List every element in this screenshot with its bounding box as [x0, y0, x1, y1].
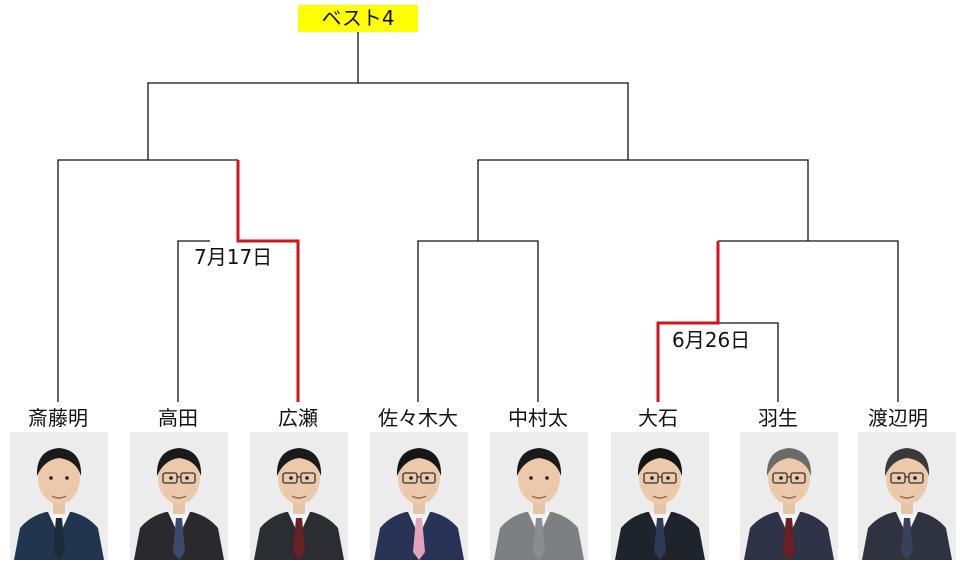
portrait-figure [130, 432, 228, 560]
glasses-left-lens [402, 472, 418, 484]
face [38, 452, 80, 504]
hair [637, 448, 683, 476]
necktie [901, 518, 913, 560]
mouth [531, 495, 547, 499]
hair [36, 448, 82, 476]
face [639, 452, 681, 504]
left-eye [289, 476, 293, 480]
face [886, 452, 928, 504]
mouth [171, 495, 187, 499]
match-date-left: 7月17日 [192, 245, 275, 269]
player-photo [370, 432, 468, 560]
hair [396, 448, 442, 476]
takada-connector [177, 240, 210, 402]
necktie [173, 518, 185, 560]
best4-title: ベスト4 [298, 5, 418, 32]
glasses-right-lens [908, 472, 924, 484]
player-name-6: 大石 [603, 405, 713, 431]
glasses-right-lens [180, 472, 196, 484]
left-eye [897, 476, 901, 480]
glasses-right-lens [790, 472, 806, 484]
player-name-1: 斎藤明 [3, 405, 113, 431]
portrait-figure [858, 432, 956, 560]
hair [884, 448, 930, 476]
mouth [291, 495, 307, 499]
player-photo [250, 432, 348, 560]
right-eye [65, 476, 69, 480]
face [518, 452, 560, 504]
portrait-figure [370, 432, 468, 560]
mouth [51, 495, 67, 499]
player-photo [130, 432, 228, 560]
semifinal-connector [147, 82, 629, 160]
glasses-right-lens [420, 472, 436, 484]
left-eye [409, 476, 413, 480]
player-photo [10, 432, 108, 560]
hair [156, 448, 202, 476]
left-group-connector [57, 159, 238, 402]
player-name-2: 高田 [123, 405, 233, 431]
portrait-figure [611, 432, 709, 560]
right-subgroup-connector [718, 240, 899, 402]
face [398, 452, 440, 504]
sasaki-nakamura-connector [417, 240, 539, 402]
glasses-left-lens [162, 472, 178, 484]
glasses-left-lens [282, 472, 298, 484]
left-eye [779, 476, 783, 480]
player-photo [858, 432, 956, 560]
right-eye [913, 476, 917, 480]
necktie [654, 518, 666, 560]
right-group-connector [477, 159, 809, 241]
winner-path-oishi [656, 241, 720, 402]
player-name-7: 羽生 [723, 405, 833, 431]
habu-connector [718, 322, 779, 402]
necktie [53, 518, 65, 560]
right-eye [185, 476, 189, 480]
right-eye [425, 476, 429, 480]
face [768, 452, 810, 504]
face [158, 452, 200, 504]
glasses-right-lens [661, 472, 677, 484]
mouth [899, 495, 915, 499]
necktie [783, 518, 795, 560]
portrait-figure [250, 432, 348, 560]
right-eye [795, 476, 799, 480]
left-eye [49, 476, 53, 480]
glasses-left-lens [890, 472, 906, 484]
left-eye [650, 476, 654, 480]
right-eye [545, 476, 549, 480]
portrait-figure [490, 432, 588, 560]
portrait-figure [740, 432, 838, 560]
player-name-8: 渡辺明 [843, 405, 953, 431]
player-name-3: 広瀬 [243, 405, 353, 431]
mouth [652, 495, 668, 499]
glasses-left-lens [643, 472, 659, 484]
left-eye [529, 476, 533, 480]
necktie [293, 518, 305, 560]
player-photo [740, 432, 838, 560]
hair [276, 448, 322, 476]
player-photo [490, 432, 588, 560]
glasses-left-lens [772, 472, 788, 484]
necktie [413, 518, 425, 560]
match-date-right: 6月26日 [670, 328, 753, 352]
right-eye [666, 476, 670, 480]
portrait-figure [10, 432, 108, 560]
face [278, 452, 320, 504]
glasses-right-lens [300, 472, 316, 484]
hair [766, 448, 812, 476]
mouth [781, 495, 797, 499]
hair [516, 448, 562, 476]
mouth [411, 495, 427, 499]
necktie [533, 518, 545, 560]
winner-path-hirose [236, 160, 300, 402]
player-photo [611, 432, 709, 560]
player-name-4: 佐々木大 [363, 405, 473, 431]
right-eye [305, 476, 309, 480]
left-eye [169, 476, 173, 480]
player-name-5: 中村太 [483, 405, 593, 431]
